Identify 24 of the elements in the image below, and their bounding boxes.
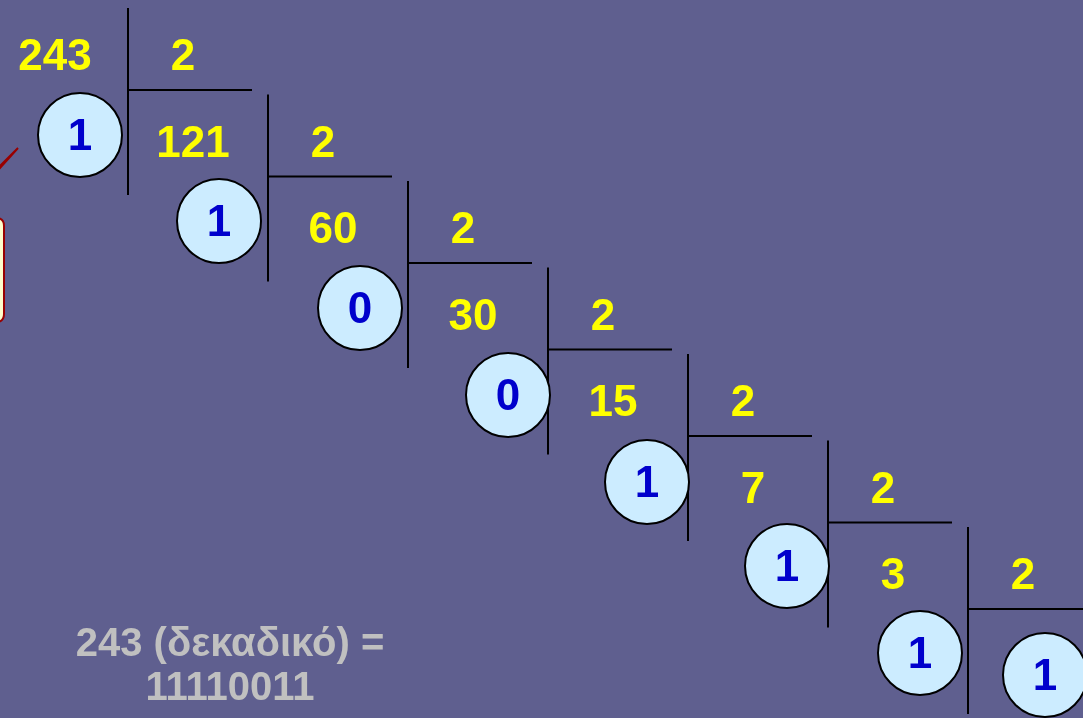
dividend: 3 [880, 552, 906, 596]
remainder-circle: 1 [744, 523, 830, 609]
divisor: 2 [450, 206, 476, 250]
remainder-circle: 1 [604, 439, 690, 525]
dividend: 243 [18, 33, 92, 77]
remainder-circle: 1 [176, 178, 262, 264]
divisor: 2 [730, 379, 756, 423]
remainder-circle: 1 [877, 610, 963, 696]
remainder-circle: 0 [317, 265, 403, 351]
divisor: 2 [590, 292, 616, 337]
remainder-circle: 1 [37, 92, 123, 178]
divisor: 2 [170, 33, 196, 77]
dividend: 121 [156, 119, 230, 164]
dividend: 60 [308, 206, 358, 250]
dividend: 7 [740, 465, 766, 510]
dividend: 30 [448, 292, 498, 337]
divisor: 2 [870, 465, 896, 510]
callout-bubble [0, 147, 19, 323]
remainder-circle: 0 [465, 352, 551, 438]
remainder-circle: 1 [1002, 632, 1083, 718]
divisor: 2 [1010, 552, 1036, 596]
dividend: 15 [588, 379, 638, 423]
result-text: 243 (δεκαδικό) = 11110011 [74, 620, 386, 708]
divisor: 2 [310, 119, 336, 164]
